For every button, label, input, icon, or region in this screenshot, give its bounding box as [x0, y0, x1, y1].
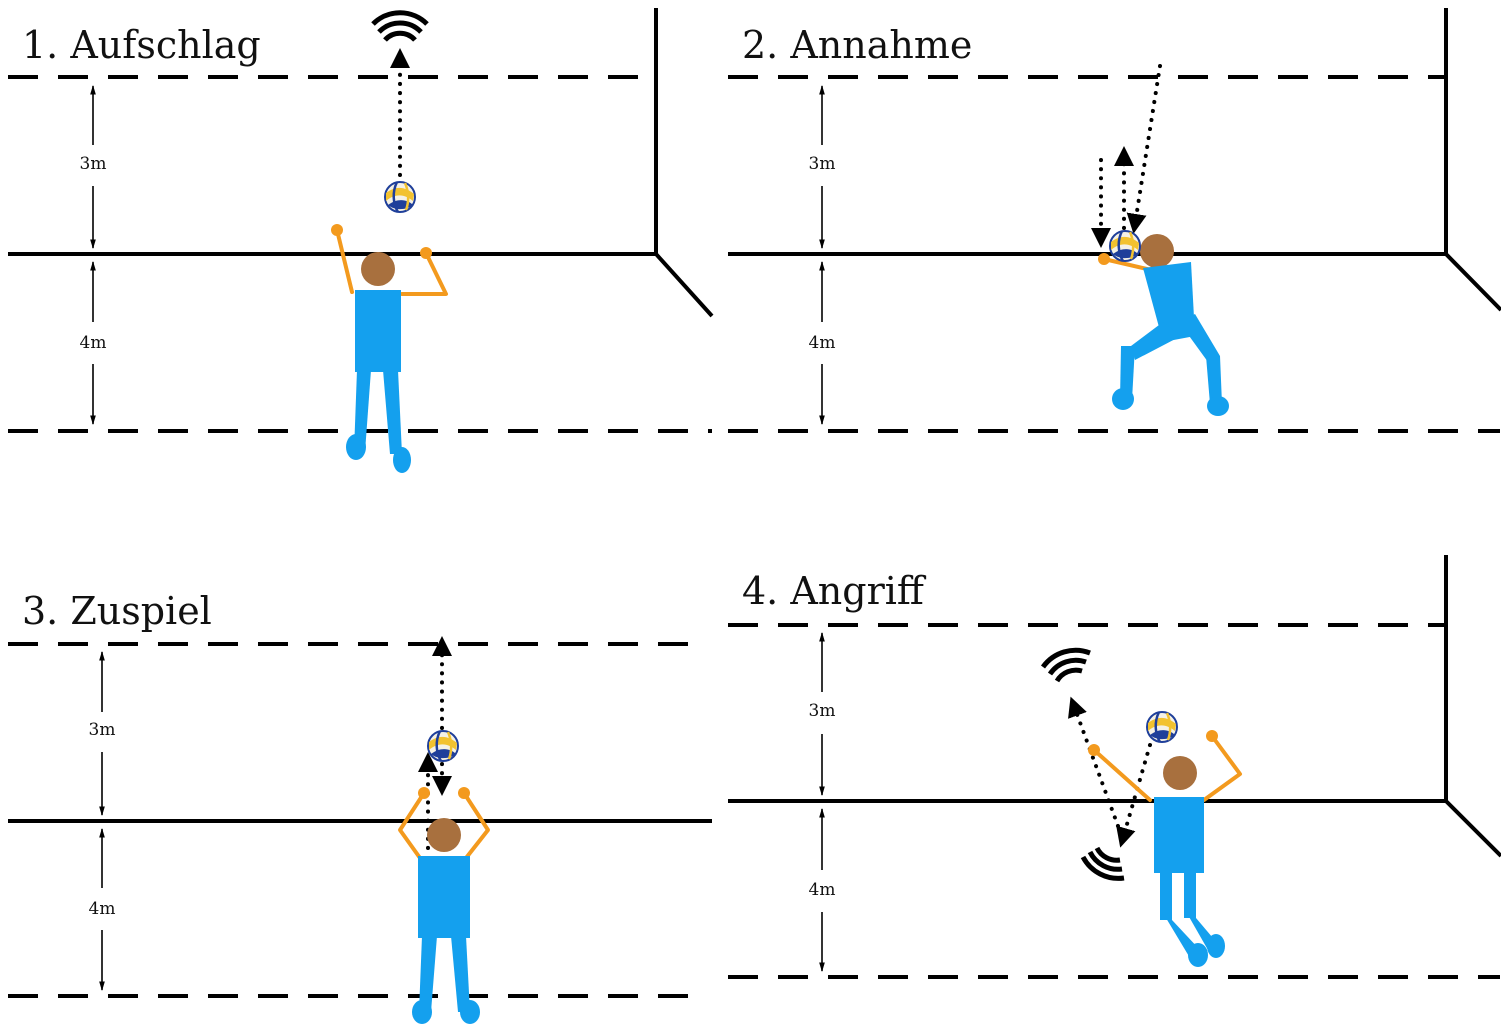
dimension-label-lower: 4m — [809, 333, 836, 353]
ball-trajectory-arrow — [1068, 696, 1120, 828]
sound-wave-icon — [1040, 647, 1091, 683]
panel-title: 1. Aufschlag — [22, 23, 261, 67]
panel-title: 2. Annahme — [742, 23, 972, 67]
volleyball-icon — [426, 729, 460, 763]
panel-title: 3. Zuspiel — [22, 589, 212, 633]
panel-2: 2. Annahme 3m 4m — [728, 8, 1501, 433]
panel-title: 4. Angriff — [742, 569, 927, 613]
volleyball-icon — [1145, 710, 1179, 744]
ball-trajectory-arrow — [1116, 743, 1152, 848]
volleyball-icon — [1108, 229, 1142, 263]
volleyball-icon — [383, 180, 417, 214]
sound-wave-icon — [1080, 846, 1125, 881]
panel-3: 3. Zuspiel 3m 4m — [8, 589, 712, 1024]
dimension-label-upper: 3m — [89, 720, 116, 740]
panel-4: 4. Angriff 3m 4m — [728, 555, 1501, 979]
player-figure — [331, 224, 448, 473]
dimension-label-upper: 3m — [809, 154, 836, 174]
sound-wave-icon — [371, 10, 429, 42]
player-figure — [398, 787, 490, 1024]
dimension-label-lower: 4m — [809, 880, 836, 900]
ball-trajectory-arrow — [1126, 64, 1162, 234]
dimension-label-upper: 3m — [80, 154, 107, 174]
player-figure — [1098, 234, 1229, 416]
dimension-label-upper: 3m — [809, 701, 836, 721]
panel-1: 1. Aufschlag 3m 4m — [8, 8, 714, 473]
court-corner — [1444, 555, 1501, 858]
court-corner — [654, 8, 714, 318]
court-corner — [1444, 8, 1501, 312]
dimension-label-lower: 4m — [89, 899, 116, 919]
player-figure — [1088, 730, 1242, 967]
dimension-label-lower: 4m — [80, 333, 107, 353]
